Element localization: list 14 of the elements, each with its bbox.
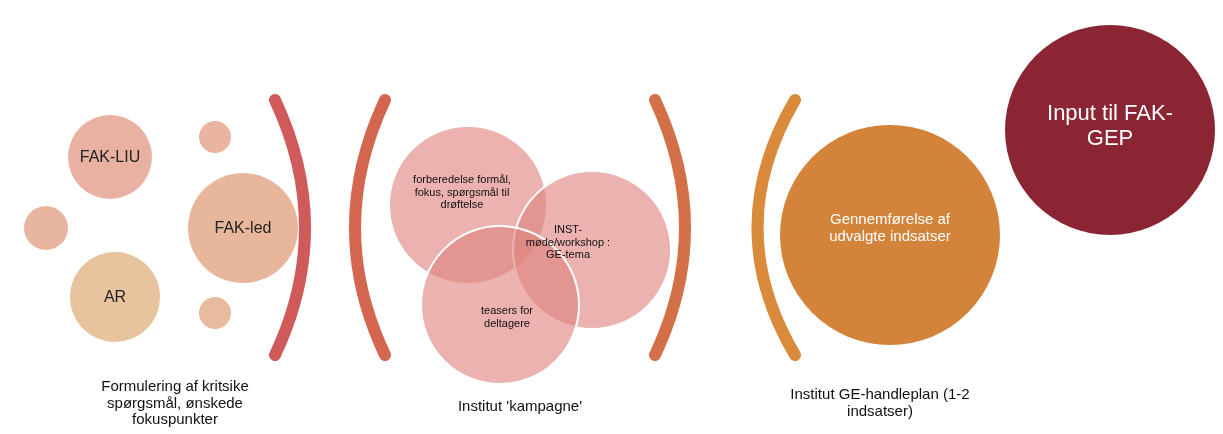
stage-caption: Institut 'kampagne' [456,398,584,415]
stage-caption: Formulering af kritsike spørgsmål, ønskede fokuspunkter [100,378,250,428]
node-label: Input til FAK-GEP [1046,99,1174,151]
circle [24,206,68,250]
node-label: teasers for deltagere [480,304,534,330]
node-label: AR [102,287,128,307]
node-label: FAK-LIU [78,147,142,167]
circle [199,121,231,153]
stage-caption: Institut GE-handleplan (1-2 indsatser) [789,386,971,419]
node-label: FAK-led [213,218,273,238]
node-label: INST-møde/workshop : GE-tema [524,223,612,261]
node-label: Gennemførelse af udvalgte indsatser [828,209,952,245]
node-label: forberedelse formål, fokus, spørgsmål til drøftelse [413,173,511,211]
circle [199,297,231,329]
